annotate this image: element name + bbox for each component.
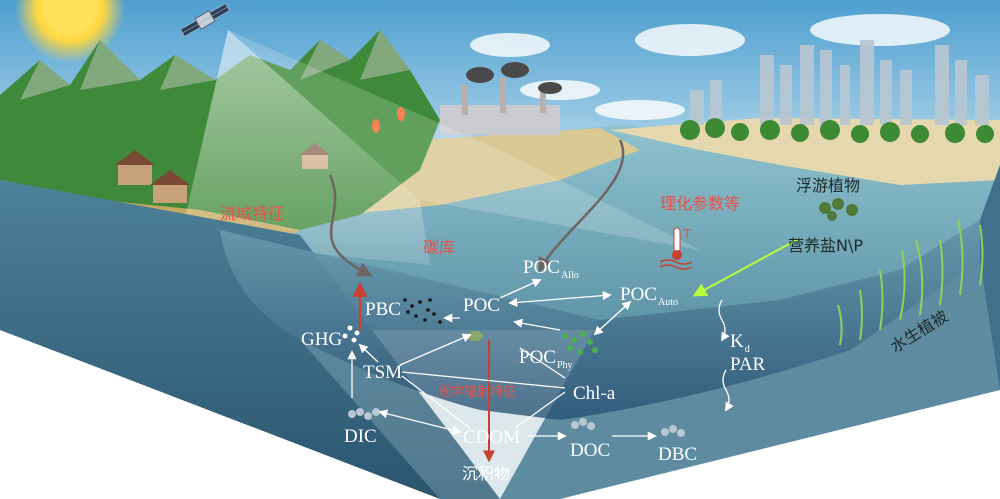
light-attenuation-arrow-bottom bbox=[722, 369, 734, 412]
far-shore bbox=[610, 118, 1000, 185]
label-poc-phy: POCPhy bbox=[519, 347, 573, 371]
label-tsm: TSM bbox=[363, 362, 403, 383]
label-pbc: PBC bbox=[365, 299, 401, 320]
label-sediment: 沉积物 bbox=[462, 464, 511, 483]
auto-to-phy-arrow bbox=[593, 300, 632, 336]
label-dic: DIC bbox=[344, 426, 377, 447]
dbc-molecules-icon bbox=[661, 425, 685, 437]
thermometer-icon bbox=[659, 227, 693, 270]
poc-phy-cells bbox=[562, 331, 598, 355]
label-phytoplankton: 浮游植物 bbox=[796, 176, 861, 195]
phy-to-poc-arrow bbox=[513, 318, 561, 331]
chla-to-poc-line bbox=[519, 347, 566, 379]
label-carbon-pool: 碳库 bbox=[423, 238, 456, 257]
factory-icon bbox=[440, 62, 562, 135]
label-poc-allo: POCAllo bbox=[523, 257, 579, 281]
label-dbc: DBC bbox=[658, 444, 698, 465]
phytoplankton-icon bbox=[819, 198, 858, 221]
label-poc: POC bbox=[463, 295, 500, 316]
label-doc: DOC bbox=[570, 440, 611, 461]
allochthonous-input-arrow bbox=[538, 139, 625, 273]
shoreline-trees bbox=[680, 118, 994, 143]
chla-to-cdom-line bbox=[514, 391, 566, 429]
tsm-to-ghg-arrow bbox=[358, 343, 379, 363]
pbc-particles bbox=[403, 298, 442, 324]
satellite-icon bbox=[179, 2, 231, 38]
ghg-bubbles bbox=[342, 325, 360, 343]
aquatic-vegetation-icon bbox=[837, 219, 984, 346]
poc-to-allo-arrow bbox=[499, 278, 542, 299]
doc-molecules-icon bbox=[571, 418, 595, 430]
poc-particle bbox=[467, 331, 483, 341]
remote-sensing-beam bbox=[180, 30, 430, 265]
fire-icon bbox=[372, 107, 405, 133]
label-poc-auto: POCAuto bbox=[620, 284, 678, 308]
poc-to-auto-arrow bbox=[508, 291, 612, 307]
label-cdom: CDOM bbox=[463, 427, 521, 448]
mountain-peaks bbox=[20, 30, 410, 100]
cross-section-left-wall bbox=[0, 180, 500, 499]
label-temperature: T bbox=[683, 227, 692, 242]
process-arrows bbox=[328, 139, 801, 463]
label-nutrients: 营养盐N\P bbox=[788, 236, 864, 255]
dic-molecules-icon bbox=[348, 408, 380, 420]
label-ghg: GHG bbox=[301, 329, 343, 350]
tsm-to-poc-arrow bbox=[399, 333, 472, 366]
label-par: PAR bbox=[730, 354, 766, 375]
label-optical: 光学辐射特征 bbox=[438, 385, 517, 400]
light-attenuation-arrow-top bbox=[718, 299, 730, 342]
dic-cdom-arrow bbox=[378, 409, 462, 435]
city-skyline-icon bbox=[690, 40, 989, 125]
label-watershed: 流域特征 bbox=[220, 204, 285, 223]
tsm-to-chla-line bbox=[401, 371, 566, 389]
sediment-layer bbox=[300, 260, 1000, 499]
label-kd: Kd bbox=[730, 331, 750, 355]
remote-sensing-beam-far bbox=[228, 30, 700, 250]
watershed-input-arrow bbox=[328, 174, 373, 277]
sun-disc bbox=[42, 0, 98, 33]
nutrient-uptake-arrow bbox=[692, 237, 801, 297]
label-phys-chem: 理化参数等 bbox=[660, 194, 741, 213]
label-chla: Chl-a bbox=[573, 383, 616, 404]
